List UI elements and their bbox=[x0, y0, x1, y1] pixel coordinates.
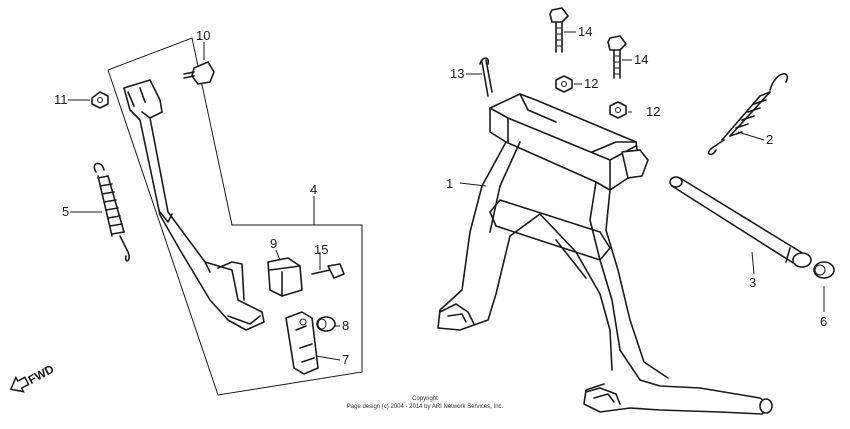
main-stand-group bbox=[437, 7, 835, 415]
main-stand[interactable] bbox=[437, 93, 773, 415]
callout-10: 10 bbox=[196, 28, 210, 43]
copyright-notice: Page design (c) 2004 - 2014 by ARI Netwo… bbox=[347, 404, 504, 410]
cotter-pin[interactable] bbox=[479, 57, 493, 97]
forward-label: FWD bbox=[26, 362, 57, 387]
callout-4: 4 bbox=[310, 182, 317, 197]
callout-13: 13 bbox=[450, 66, 464, 81]
stand-bolt-2[interactable] bbox=[607, 35, 627, 79]
side-stand-switch[interactable] bbox=[267, 257, 303, 297]
callout-6: 6 bbox=[820, 314, 827, 329]
stand-nut-1[interactable] bbox=[555, 75, 573, 93]
side-stand-assembly-frame bbox=[107, 37, 363, 396]
spring-hook-plate bbox=[621, 149, 649, 179]
pivot-nut[interactable] bbox=[91, 91, 109, 109]
callout-12-lower: 12 bbox=[646, 104, 660, 119]
pivot-bolt[interactable] bbox=[183, 61, 215, 85]
collar[interactable] bbox=[316, 316, 336, 332]
callout-2: 2 bbox=[766, 132, 773, 147]
callout-14-upper: 14 bbox=[578, 24, 592, 39]
callout-leaders bbox=[68, 31, 825, 361]
callout-11: 11 bbox=[54, 92, 68, 107]
side-stand-group bbox=[91, 37, 363, 396]
callout-3: 3 bbox=[749, 275, 756, 290]
callout-12-upper: 12 bbox=[584, 76, 598, 91]
callout-9: 9 bbox=[270, 236, 277, 251]
stand-nut-2[interactable] bbox=[609, 101, 627, 119]
switch-bracket[interactable] bbox=[285, 311, 319, 375]
callout-15: 15 bbox=[314, 242, 328, 257]
callout-14-lower: 14 bbox=[634, 52, 648, 67]
copyright-block: Copyright Page design (c) 2004 - 2014 by… bbox=[347, 396, 504, 410]
main-stand-spring[interactable] bbox=[707, 73, 789, 156]
shaft-collar[interactable] bbox=[813, 261, 835, 279]
side-stand-bar[interactable] bbox=[123, 79, 265, 331]
forward-arrow-icon bbox=[9, 375, 30, 393]
main-stand-shaft[interactable] bbox=[669, 176, 812, 268]
callout-5: 5 bbox=[62, 204, 69, 219]
stand-bolt-1[interactable] bbox=[549, 7, 569, 53]
copyright-title: Copyright bbox=[412, 396, 438, 402]
callout-7: 7 bbox=[342, 352, 349, 367]
callout-8: 8 bbox=[342, 318, 349, 333]
callout-1: 1 bbox=[446, 176, 453, 191]
side-stand-spring[interactable] bbox=[93, 162, 130, 262]
switch-screw[interactable] bbox=[311, 263, 345, 279]
forward-direction-indicator: FWD bbox=[9, 362, 57, 393]
callout-labels: 1 2 3 4 5 6 7 8 9 10 11 12 12 13 14 14 1… bbox=[54, 24, 827, 367]
